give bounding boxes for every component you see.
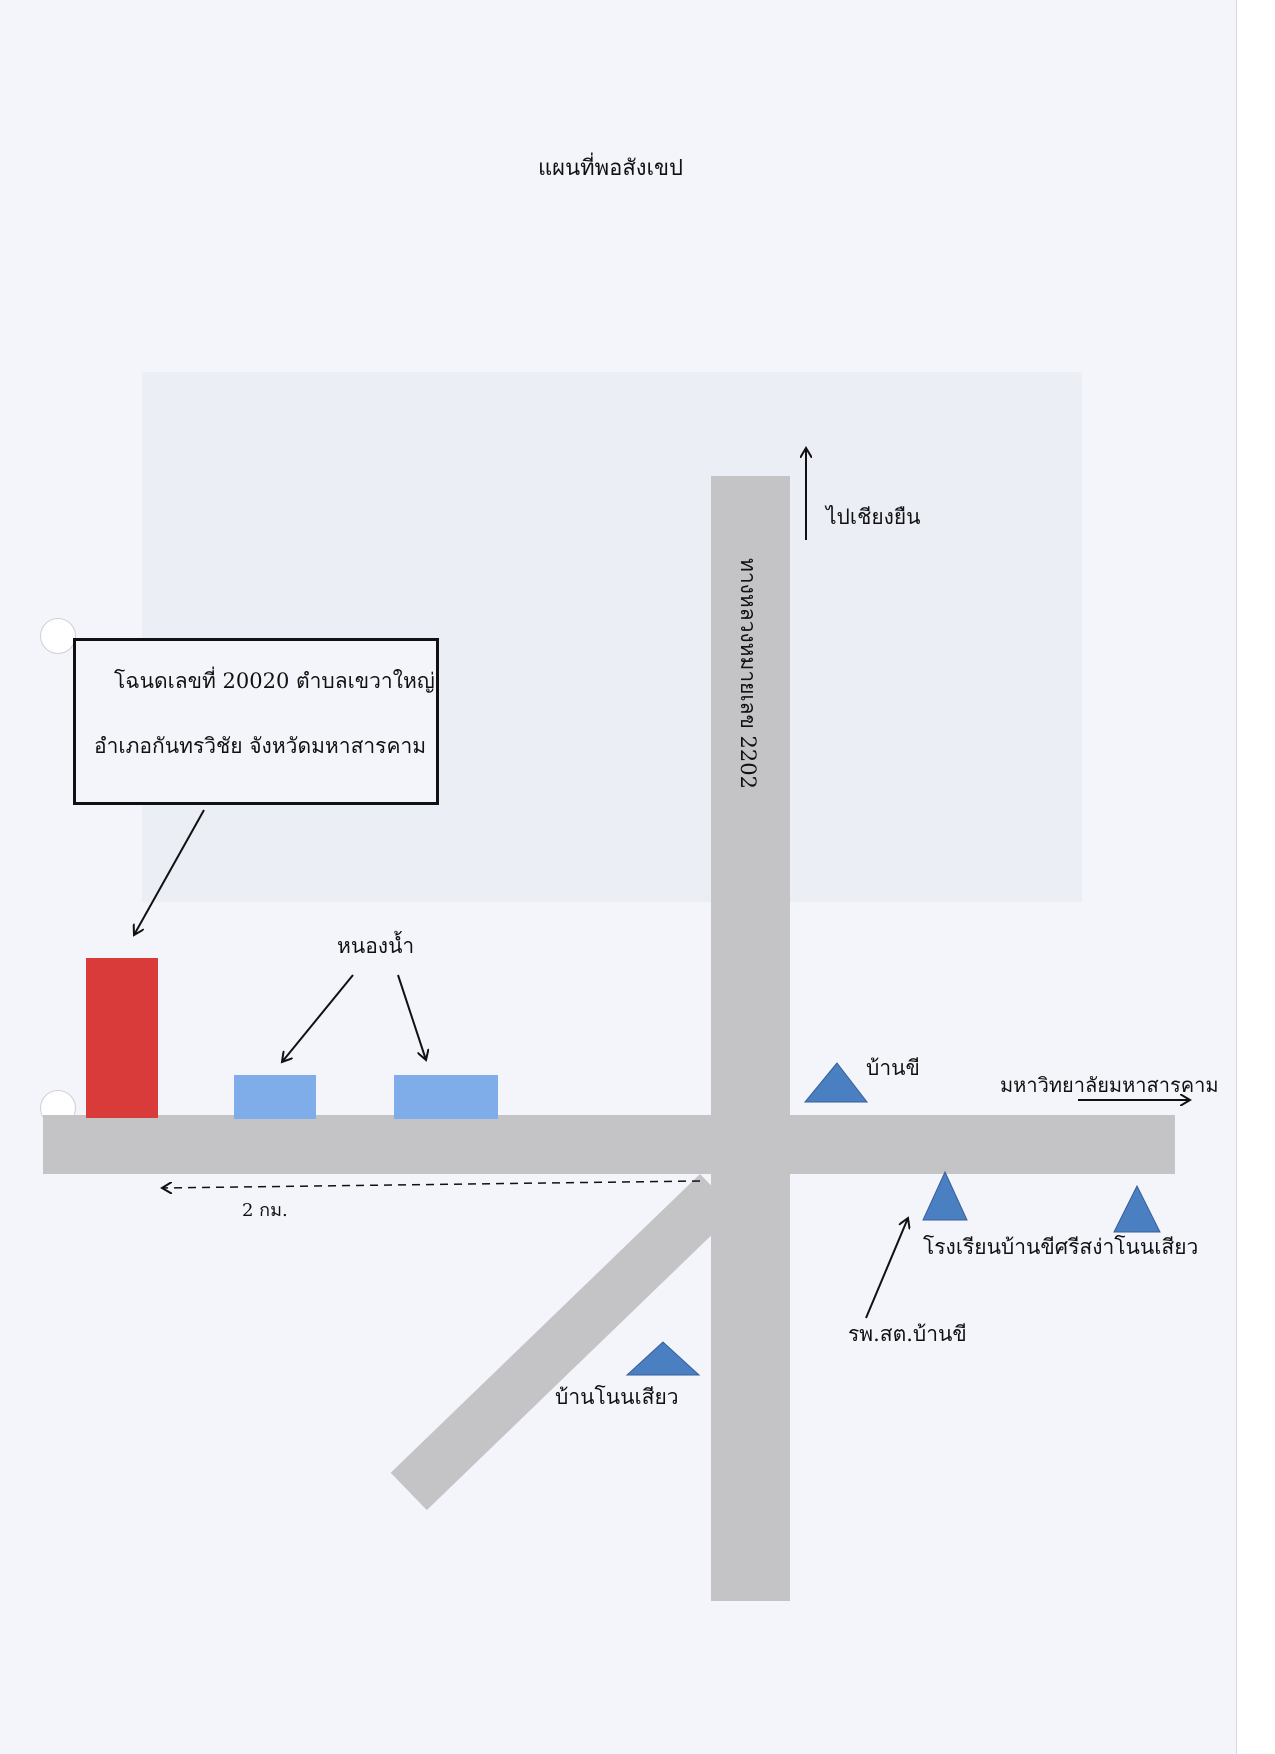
highway-label: ทางหลวงหมายเลข 2202 [736, 558, 760, 789]
pond-label: หนองน้ำ [337, 934, 415, 958]
highway-2202 [711, 476, 790, 1601]
callout-arrow [134, 809, 205, 935]
north-direction-label: ไปเชียงยืน [826, 505, 921, 529]
landmark-label-school: โรงเรียนบ้านขีศรีสง่าโนนเสียว [923, 1235, 1199, 1259]
pond-marker [394, 1075, 498, 1119]
hospital-arrow [865, 1218, 908, 1319]
east-direction-label: มหาวิทยาลัยมหาสารคาม [1000, 1073, 1219, 1097]
triangle-marker-ban-non-siao [625, 1341, 701, 1376]
landmark-label-ban-non-siao: บ้านโนนเสียว [555, 1385, 679, 1409]
landmark-label-ban-khi: บ้านขี [866, 1056, 920, 1080]
pond-marker [234, 1075, 316, 1119]
pond-arrow [397, 974, 426, 1060]
main-road [43, 1115, 1175, 1174]
distance-label: 2 กม. [242, 1200, 288, 1221]
parcel-marker [86, 958, 158, 1118]
binder-hole [40, 618, 76, 654]
landmark-label-hospital: รพ.สต.บ้านขี [848, 1322, 967, 1346]
distance-line [162, 1180, 701, 1188]
scan-margin [1236, 0, 1275, 1754]
map-title: แผนที่พอสังเขป [538, 156, 684, 181]
triangle-marker-ban-khi [803, 1062, 869, 1103]
pond-arrow [282, 974, 354, 1062]
faded-background-area [142, 372, 1082, 902]
parcel-deed-line: โฉนดเลขที่ 20020 ตำบลเขวาใหญ่ [114, 669, 435, 693]
triangle-marker-school [922, 1170, 968, 1221]
parcel-location-line: อำเภอกันทรวิชัย จังหวัดมหาสารคาม [94, 734, 427, 758]
triangle-marker-east [1113, 1184, 1161, 1233]
parcel-callout-box: โฉนดเลขที่ 20020 ตำบลเขวาใหญ่ อำเภอกันทร… [73, 638, 439, 805]
